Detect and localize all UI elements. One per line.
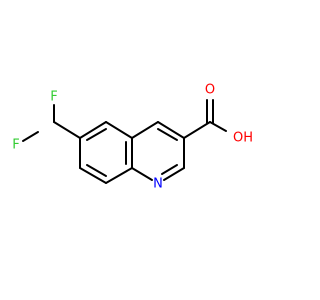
bond-n1-c8a (131, 167, 153, 181)
atom-f-top: F (50, 90, 57, 105)
atom-f-left: F (12, 138, 19, 153)
bond-f2-chf2 (22, 131, 39, 142)
molecule-structure: F F O OH N (12, 83, 253, 192)
bond-ccooh-oh (209, 121, 227, 132)
bond-chf2-c6 (53, 121, 81, 139)
bond-c6-c5 (79, 121, 107, 139)
atom-labels: F F O OH N (12, 83, 253, 192)
bond-c2-n1-inner (161, 164, 178, 175)
bond-c3-ccooh (183, 121, 211, 139)
bond-c4a-c4 (131, 121, 159, 139)
atom-n: N (153, 177, 163, 192)
bonds (22, 99, 227, 184)
bond-c2-n1 (163, 167, 185, 181)
bond-c8-c7 (79, 167, 107, 184)
bond-c4-c3-inner (157, 128, 178, 141)
bond-c5-c4a (105, 121, 133, 139)
bond-c6-c5-inner (86, 128, 107, 141)
bond-c8a-c8 (105, 167, 133, 184)
bond-c8-c7-inner (86, 164, 107, 177)
atom-o-carbonyl: O (205, 83, 215, 98)
atom-o-hydroxyl: OH (233, 131, 253, 146)
bond-c4-c3 (157, 121, 185, 139)
